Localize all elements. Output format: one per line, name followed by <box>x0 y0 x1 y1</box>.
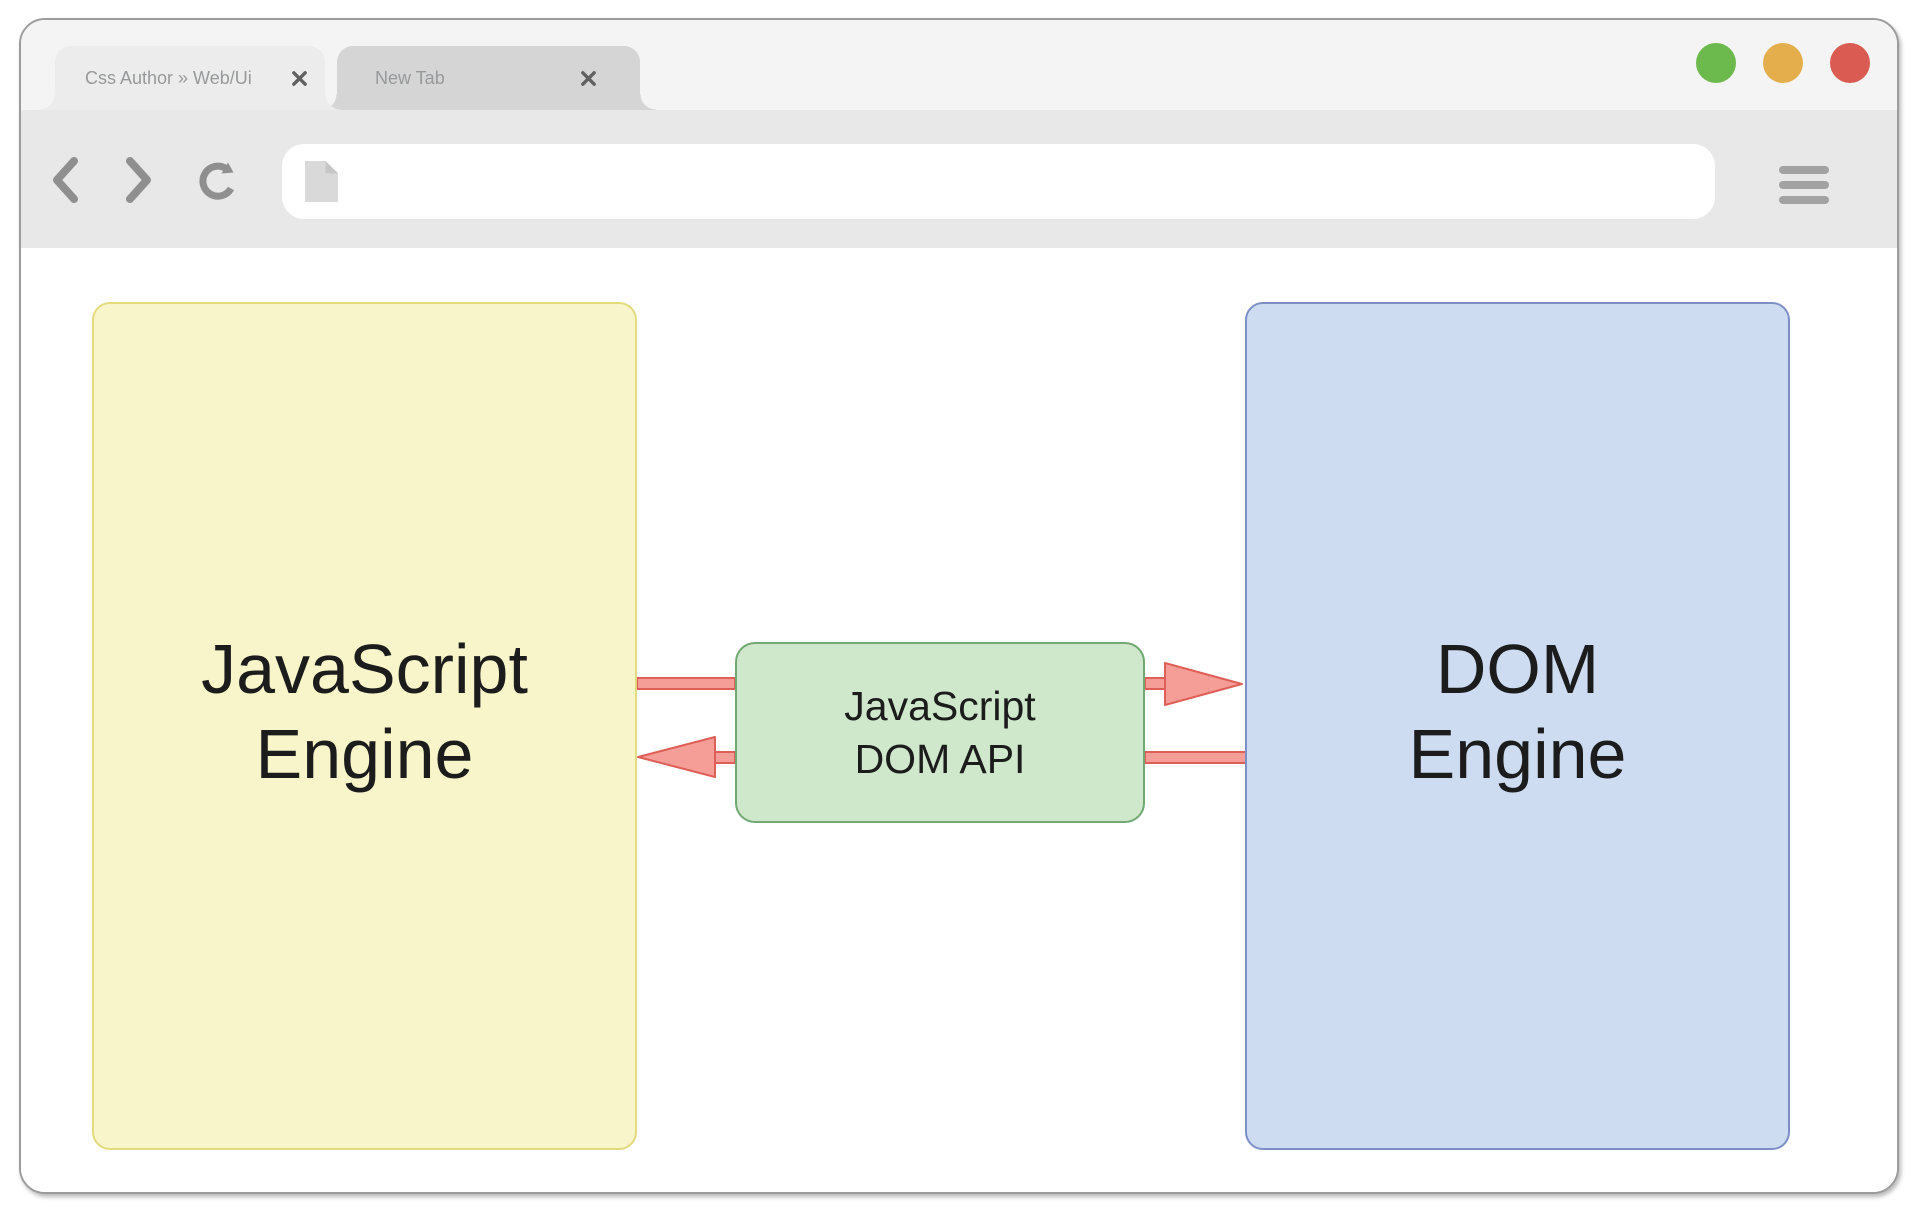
browser-window: Css Author » Web/Ui New Tab <box>19 18 1899 1194</box>
window-controls <box>1696 43 1870 83</box>
reload-icon[interactable] <box>195 157 241 203</box>
dom-engine-label-line2: Engine <box>1408 715 1627 793</box>
arrow-left-head <box>637 736 716 778</box>
address-bar[interactable] <box>282 144 1715 219</box>
page-content: JavaScript Engine JavaScript DOM API DOM… <box>21 248 1897 1192</box>
address-input[interactable] <box>338 144 1715 219</box>
tab-label: New Tab <box>375 67 445 88</box>
tab-new-tab[interactable]: New Tab <box>321 46 656 110</box>
javascript-engine-label-line1: JavaScript <box>201 630 528 708</box>
page-icon <box>305 161 338 202</box>
navigation-toolbar <box>21 110 1897 248</box>
forward-icon[interactable] <box>126 157 152 203</box>
javascript-dom-api-box: JavaScript DOM API <box>735 642 1145 823</box>
arrow-right-head <box>1164 662 1243 706</box>
dom-api-label-line2: DOM API <box>854 735 1026 782</box>
dom-engine-box: DOM Engine <box>1245 302 1790 1150</box>
arrow-left-segment-left <box>714 751 736 764</box>
close-icon[interactable] <box>291 70 308 87</box>
arrow-right-segment-left <box>636 677 736 690</box>
traffic-light-green-icon[interactable] <box>1696 43 1736 83</box>
tab-label: Css Author » Web/Ui <box>85 67 252 88</box>
dom-api-label-line1: JavaScript <box>844 682 1036 729</box>
traffic-light-orange-icon[interactable] <box>1763 43 1803 83</box>
menu-icon[interactable] <box>1779 166 1829 204</box>
dom-engine-label-line1: DOM <box>1435 630 1600 708</box>
close-icon[interactable] <box>580 70 597 87</box>
tab-css-author[interactable]: Css Author » Web/Ui <box>39 46 341 110</box>
javascript-engine-box: JavaScript Engine <box>92 302 637 1150</box>
tab-bar: Css Author » Web/Ui New Tab <box>21 20 1897 110</box>
back-icon[interactable] <box>52 157 78 203</box>
arrow-left-segment-right <box>1144 751 1247 764</box>
traffic-light-red-icon[interactable] <box>1830 43 1870 83</box>
arrow-right-segment-right <box>1144 677 1173 690</box>
javascript-engine-label-line2: Engine <box>255 715 474 793</box>
